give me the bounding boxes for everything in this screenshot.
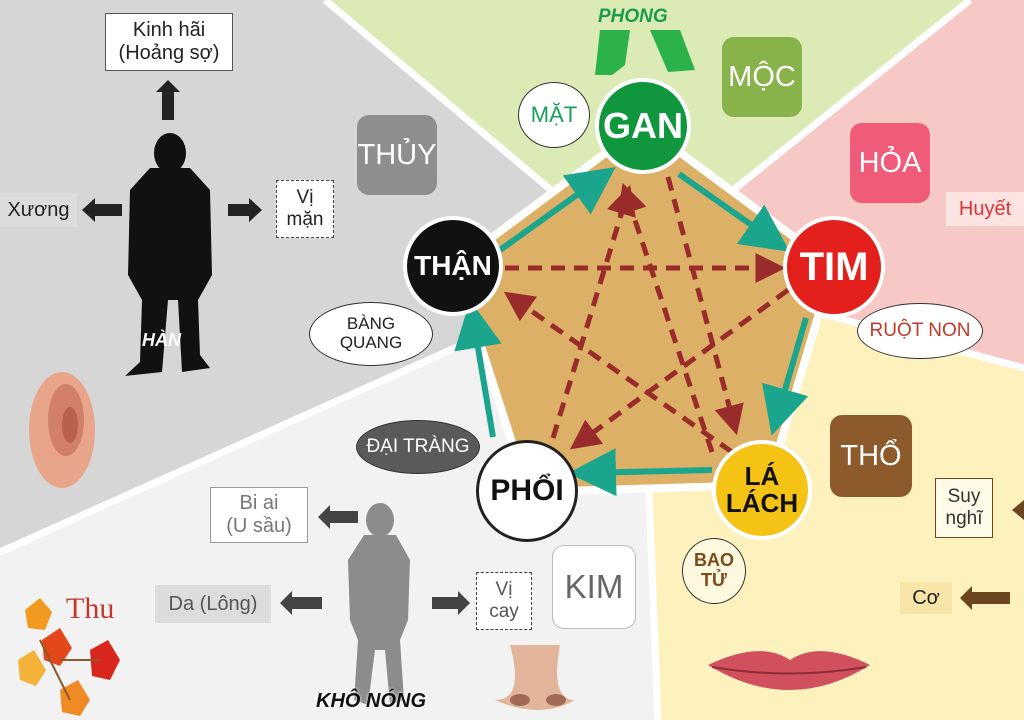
han-arrows	[82, 80, 262, 222]
tim-organ: TIM	[783, 216, 885, 318]
phong-label: PHONG	[598, 6, 668, 27]
dai-trang-oval: ĐẠI TRÀNG	[356, 420, 480, 474]
thu-label: Thu	[66, 592, 115, 625]
han-man-silhouette	[125, 133, 212, 376]
bao-tu-oval: BAO TỬ	[682, 538, 746, 604]
mat-oval: MẶT	[518, 82, 590, 148]
suy-nghi-box: Suy nghĩ	[935, 478, 993, 538]
kho-nong-woman-silhouette	[348, 503, 410, 705]
bi-ai-box: Bi ai (U sầu)	[210, 487, 308, 543]
han-label: HÀN	[142, 330, 181, 350]
xuong-label: Xương	[0, 193, 77, 227]
lips-image	[708, 651, 870, 690]
thuy-tile: THỦY	[357, 115, 437, 195]
ruot-non-oval: RUỘT NON	[857, 303, 983, 359]
autumn-leaves-image	[18, 598, 120, 716]
tho-tile: THỔ	[830, 415, 912, 497]
kho-nong-arrows	[280, 505, 470, 615]
moc-tile: MỘC	[722, 37, 802, 117]
gan-organ: GAN	[595, 78, 691, 174]
bang-quang-oval: BÀNG QUANG	[309, 302, 433, 366]
hoa-tile: HỎA	[850, 123, 930, 203]
than-organ: THẬN	[403, 216, 503, 316]
nose-image	[495, 645, 575, 710]
co-label: Cơ	[900, 582, 952, 614]
vi-man-box: Vị mặn	[276, 180, 334, 238]
vi-cay-box: Vị cay	[476, 572, 532, 630]
phoi-organ: PHỔI	[476, 440, 578, 542]
earth-arrows	[960, 500, 1024, 610]
kho-nong-label: KHÔ NÓNG	[316, 690, 426, 712]
ear-image	[29, 372, 95, 488]
huyet-label: Huyết	[946, 192, 1024, 226]
kim-tile: KIM	[552, 545, 636, 629]
da-long-label: Da (Lông)	[155, 585, 271, 623]
la-lach-organ: LÁ LÁCH	[712, 440, 812, 540]
phong-figure	[595, 30, 695, 75]
kinh-hai-box: Kinh hãi (Hoảng sợ)	[105, 13, 233, 71]
